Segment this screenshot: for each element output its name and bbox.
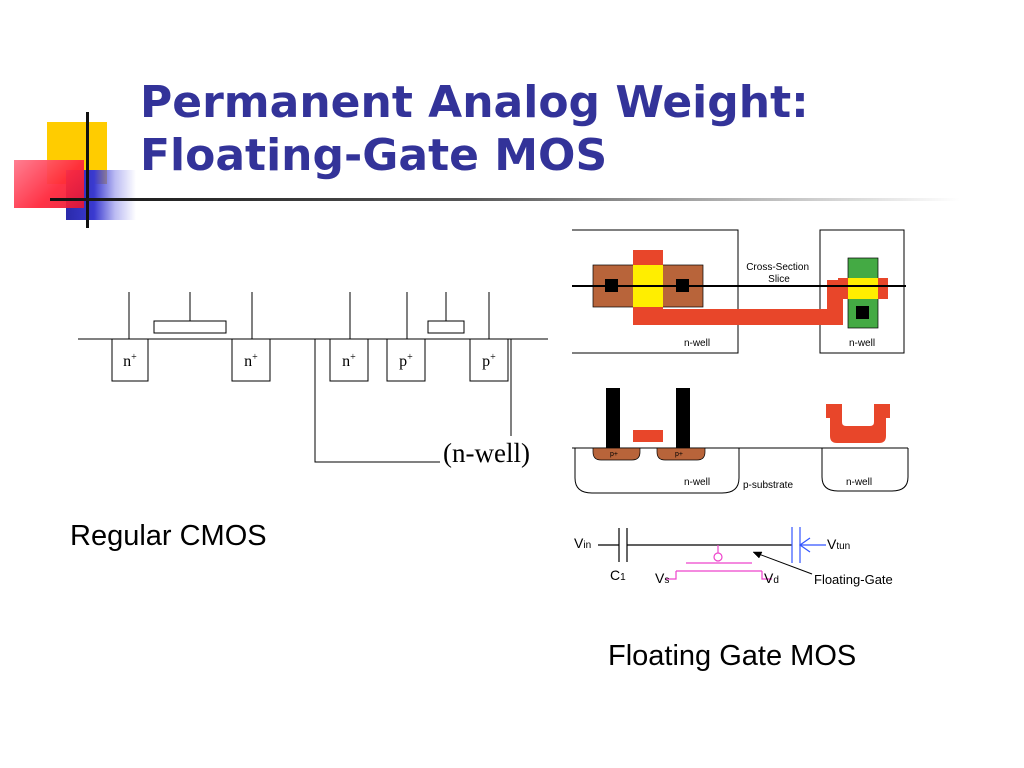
xsec-p-plus-right-label: p+ [675,451,683,458]
floating-gate-pointer [755,552,813,575]
diffusion-n-plus-2 [231,338,271,382]
caption-regular-cmos: Regular CMOS [70,520,267,552]
floating-gate-label: Floating-Gate [814,572,893,587]
label-n-plus-1: n+ [123,352,137,370]
xsec-nwell-right-label: n-well [846,477,872,488]
vtun-label-main: V [827,536,837,552]
label-n-plus-2: n+ [244,352,258,370]
vtun-label-sub: tun [836,541,850,552]
decor-vertical-line [86,112,89,228]
vd-label-sub: d [773,575,779,586]
fg-circuit [598,527,826,580]
vd-label-main: V [764,570,774,586]
vs-label-main: V [655,570,665,586]
xsec-nwell-right [821,448,909,492]
pmos-gate [427,320,465,334]
layout-cap-overlap [848,278,878,299]
cross-section-label: Cross-Section Slice [746,262,812,285]
label-n-plus-3: n+ [342,352,356,370]
label-p-plus-1: p+ [399,352,413,370]
vin-label: Vin [574,535,591,551]
xsec-tunnel-poly [826,404,890,443]
vs-label: Vs [655,570,669,586]
tunnel-arrow [798,537,811,553]
c1-label-main: C [610,567,620,583]
vin-label-main: V [574,535,584,551]
layout-view [572,229,906,354]
diffusion-p-plus-1 [386,338,426,382]
layout-nwell-right-box [819,229,905,354]
slide-title: Permanent Analog Weight: Floating-Gate M… [140,77,809,181]
layout-nwell-left-label: n-well [684,338,710,349]
fg-gate-bubble [713,552,723,562]
diffusion-p-plus-2 [469,338,509,382]
cmos-diagram [78,292,548,463]
xsec-metal-contact-left [606,388,620,448]
xsec-psubstrate-label: p-substrate [743,480,793,491]
title-underline [50,198,960,201]
c1-label: C1 [610,567,626,583]
vd-label: Vd [764,570,779,586]
cross-section-label-line1: Cross-Section [746,262,809,273]
xsec-nwell-left-label: n-well [684,477,710,488]
cmos-labels: n+ n+ n+ p+ p+ [123,352,496,370]
layout-nwell-left-box [572,229,739,354]
vtun-label: Vtun [827,536,850,552]
fg-drain-lead [761,571,772,580]
caption-floating-gate-mos: Floating Gate MOS [608,640,857,672]
xsec-metal-contact-right [676,388,690,448]
c1-label-sub: 1 [620,572,626,583]
xsec-p-plus-right [656,447,706,461]
label-p-plus-2: p+ [482,352,496,370]
physical-cross-section [572,388,909,494]
xsec-p-plus-left-label: p+ [610,451,618,458]
floating-gate-pointer-head [752,551,763,559]
layout-poly-route [633,309,843,325]
layout-contact-well [856,306,869,319]
n-well-outline [314,339,512,463]
diffusion-n-plus-1 [111,338,149,382]
cross-section-label-line2: Slice [768,274,790,285]
layout-nwell-right-label: n-well [849,338,875,349]
xsec-poly-gate [633,430,663,442]
diffusion-n-plus-3 [329,338,369,382]
fg-circuit-labels: Vin C1 Vtun Vs Vd Floating-Gate [574,535,893,587]
fg-source-lead [666,571,677,580]
n-well-label-bg [440,436,554,468]
vin-label-sub: in [583,540,591,551]
vs-label-sub: s [664,575,669,586]
xsec-p-plus-left [592,447,641,461]
xsec-nwell-left [574,448,740,494]
n-well-label: (n-well) [443,438,530,468]
nmos-gate [153,320,227,334]
